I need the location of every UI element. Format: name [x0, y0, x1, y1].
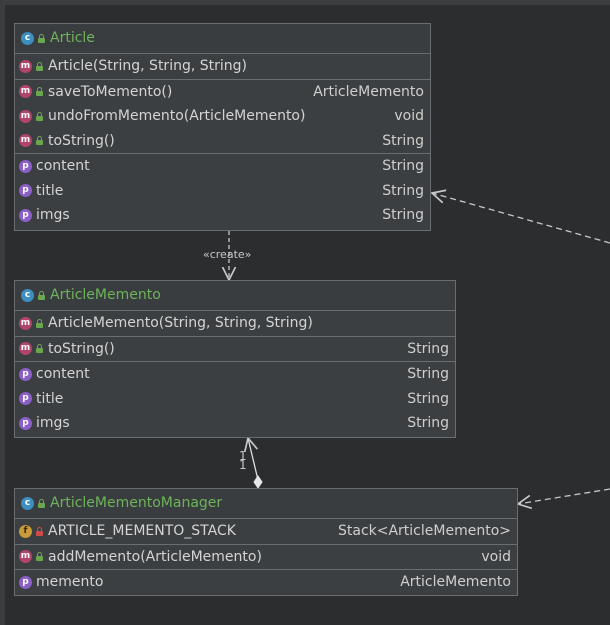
- property-icon: p: [19, 367, 32, 381]
- constant-type: Stack<ArticleMemento>: [337, 523, 511, 540]
- member-row[interactable]: m Article(String, String, String): [15, 54, 430, 79]
- constants-section: f ARTICLE_MEMENTO_STACK Stack<ArticleMem…: [15, 519, 517, 545]
- public-lock-icon: [37, 34, 46, 43]
- constructor-signature: ArticleMemento(String, String, String): [48, 315, 313, 332]
- property-icon: p: [19, 575, 32, 589]
- field-type: String: [407, 366, 449, 383]
- composition-line[interactable]: [248, 438, 259, 481]
- field-name: memento: [36, 574, 104, 591]
- methods-section: m toString() String: [15, 337, 455, 362]
- member-row[interactable]: m toString() String: [15, 337, 455, 362]
- fields-section: p content String p title String p imgs S…: [15, 154, 430, 228]
- method-icon: m: [19, 109, 32, 123]
- class-box-article-memento-manager[interactable]: c ArticleMementoManager f ARTICLE_MEMENT…: [14, 488, 518, 596]
- property-icon: p: [19, 184, 32, 198]
- member-row[interactable]: m saveToMemento() ArticleMemento: [15, 80, 430, 105]
- public-lock-icon: [35, 87, 44, 97]
- create-stereotype-label: «create»: [203, 248, 252, 261]
- composition-diamond: [253, 475, 263, 489]
- fields-section: p content String p title String p imgs S…: [15, 362, 455, 436]
- methods-section: m addMemento(ArticleMemento) void: [15, 545, 517, 570]
- return-type: void: [481, 548, 511, 565]
- public-lock-icon: [35, 318, 44, 328]
- field-name: title: [36, 182, 64, 199]
- class-name: ArticleMementoManager: [50, 495, 223, 511]
- method-icon: m: [19, 59, 32, 73]
- field-type: String: [407, 390, 449, 407]
- member-row[interactable]: p title String: [15, 387, 455, 412]
- field-name: imgs: [36, 415, 70, 432]
- field-name: title: [36, 390, 64, 407]
- public-lock-icon: [35, 344, 44, 354]
- member-row[interactable]: p title String: [15, 179, 430, 204]
- member-row[interactable]: m toString() String: [15, 129, 430, 154]
- field-name: content: [36, 158, 90, 175]
- methods-section: m saveToMemento() ArticleMemento m undoF…: [15, 80, 430, 154]
- property-icon: p: [19, 208, 32, 222]
- method-signature: saveToMemento(): [48, 83, 173, 100]
- method-icon: m: [19, 550, 32, 564]
- dependency-line-article[interactable]: [432, 193, 610, 244]
- multiplicity-text: 1 1: [239, 449, 247, 472]
- member-row[interactable]: f ARTICLE_MEMENTO_STACK Stack<ArticleMem…: [15, 519, 517, 544]
- class-name: Article: [50, 30, 95, 46]
- fields-section: p memento ArticleMemento: [15, 570, 517, 595]
- method-icon: m: [19, 316, 32, 330]
- property-icon: p: [19, 392, 32, 406]
- field-name: imgs: [36, 207, 70, 224]
- method-signature: toString(): [48, 132, 115, 149]
- public-lock-icon: [35, 111, 44, 121]
- class-icon: c: [21, 497, 34, 510]
- member-row[interactable]: p memento ArticleMemento: [15, 570, 517, 595]
- method-signature: toString(): [48, 340, 115, 357]
- class-header[interactable]: c ArticleMementoManager: [15, 489, 517, 519]
- field-type: String: [382, 158, 424, 175]
- member-row[interactable]: p imgs String: [15, 411, 455, 436]
- property-icon: p: [19, 416, 32, 430]
- class-header[interactable]: c Article: [15, 24, 430, 54]
- field-type: String: [382, 207, 424, 224]
- class-name: ArticleMemento: [50, 287, 161, 303]
- class-icon: c: [21, 289, 34, 302]
- method-icon: m: [19, 85, 32, 99]
- field-type: String: [382, 182, 424, 199]
- multiplicity-label: 1 1: [239, 449, 247, 472]
- field-type: ArticleMemento: [400, 574, 511, 591]
- public-lock-icon: [35, 552, 44, 562]
- public-lock-icon: [37, 499, 46, 508]
- constant-name: ARTICLE_MEMENTO_STACK: [48, 523, 236, 540]
- constructor-signature: Article(String, String, String): [48, 58, 247, 75]
- return-type: String: [382, 132, 424, 149]
- member-row[interactable]: p imgs String: [15, 203, 430, 228]
- member-row[interactable]: p content String: [15, 154, 430, 179]
- final-field-icon: f: [19, 524, 32, 538]
- member-row[interactable]: p content String: [15, 362, 455, 387]
- class-header[interactable]: c ArticleMemento: [15, 281, 455, 311]
- constructors-section: m Article(String, String, String): [15, 54, 430, 80]
- method-icon: m: [19, 342, 32, 356]
- private-lock-icon: [35, 526, 44, 536]
- method-signature: undoFromMemento(ArticleMemento): [48, 108, 306, 125]
- dependency-line-manager[interactable]: [518, 488, 610, 504]
- class-box-article-memento[interactable]: c ArticleMemento m ArticleMemento(String…: [14, 280, 456, 438]
- field-name: content: [36, 366, 90, 383]
- class-box-article[interactable]: c Article m Article(String, String, Stri…: [14, 23, 431, 231]
- method-icon: m: [19, 134, 32, 148]
- return-type: void: [394, 108, 424, 125]
- constructors-section: m ArticleMemento(String, String, String): [15, 311, 455, 337]
- public-lock-icon: [35, 61, 44, 71]
- return-type: ArticleMemento: [313, 83, 424, 100]
- property-icon: p: [19, 159, 32, 173]
- method-signature: addMemento(ArticleMemento): [48, 548, 262, 565]
- return-type: String: [407, 340, 449, 357]
- field-type: String: [407, 415, 449, 432]
- member-row[interactable]: m ArticleMemento(String, String, String): [15, 311, 455, 336]
- member-row[interactable]: m undoFromMemento(ArticleMemento) void: [15, 104, 430, 129]
- public-lock-icon: [37, 291, 46, 300]
- public-lock-icon: [35, 136, 44, 146]
- class-icon: c: [21, 32, 34, 45]
- member-row[interactable]: m addMemento(ArticleMemento) void: [15, 545, 517, 570]
